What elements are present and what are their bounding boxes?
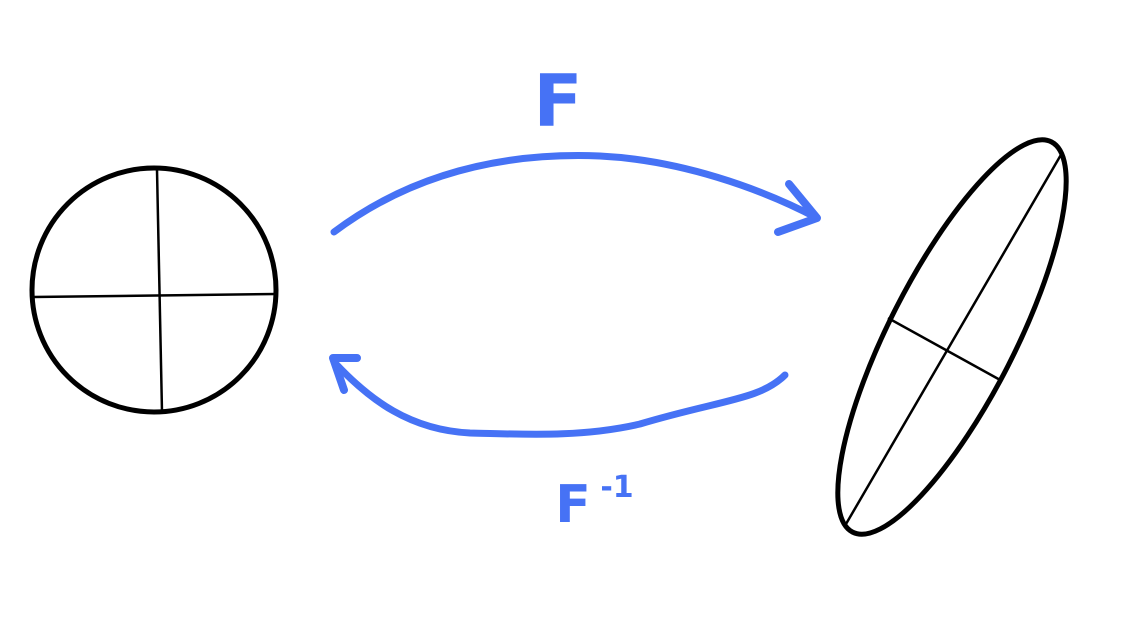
source-circle-group [29, 165, 279, 415]
source-circle-horizontal-axis [32, 292, 277, 299]
source-circle [29, 165, 279, 415]
target-ellipse-minor-axis [887, 316, 1003, 383]
target-ellipse-major-axis [844, 152, 1064, 525]
inverse-arrow: F -1 [329, 354, 789, 535]
inverse-label: F [555, 475, 591, 535]
inverse-superscript: -1 [600, 470, 633, 505]
forward-label: F [533, 59, 582, 143]
inverse-arrowhead [329, 354, 361, 394]
target-ellipse [835, 137, 1069, 537]
forward-arrow: F [330, 59, 821, 236]
forward-arrowhead [774, 180, 821, 236]
target-ellipse-group [835, 137, 1069, 537]
inverse-arrow-curve [332, 360, 789, 438]
source-circle-vertical-axis [155, 169, 164, 413]
forward-arrow-curve [330, 152, 821, 236]
